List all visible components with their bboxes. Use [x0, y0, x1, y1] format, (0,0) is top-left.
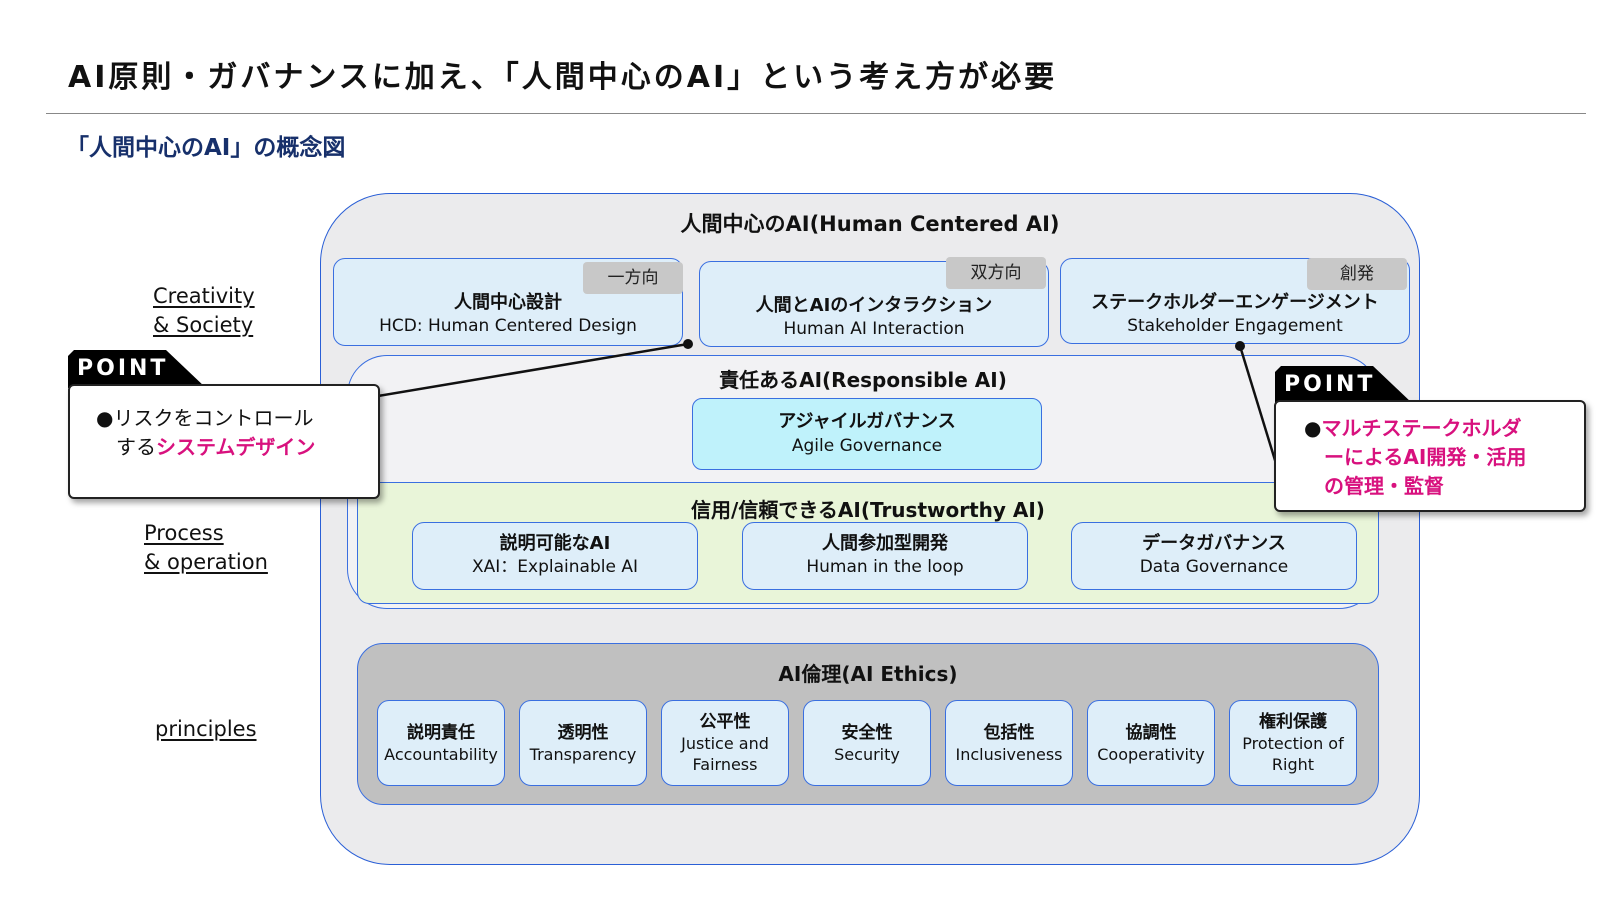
left-point-box: ●リスクをコントロール するシステムデザイン — [68, 384, 380, 499]
ethics-fairness: 公平性 Justice and Fairness — [661, 700, 789, 786]
right-point-connector — [1238, 345, 1280, 471]
ai-ethics-title: AI倫理(AI Ethics) — [778, 662, 958, 686]
ethics-security: 安全性 Security — [803, 700, 931, 786]
ethics-cooperativity: 協調性 Cooperativity — [1087, 700, 1215, 786]
left-point-line1: ●リスクをコントロール — [96, 406, 314, 430]
right-point-label: POINT — [1284, 372, 1376, 397]
side-label-process: Process & operation — [144, 521, 268, 574]
human-centered-ai-title: 人間中心のAI(Human Centered AI) — [680, 212, 1060, 236]
left-connector-dot — [683, 339, 693, 349]
human-in-the-loop-box: 人間参加型開発 Human in the loop — [742, 522, 1028, 590]
tag-emergence: 創発 — [1307, 258, 1407, 290]
right-point-line3: の管理・監督 — [1324, 474, 1444, 498]
left-point-label: POINT — [77, 356, 169, 381]
human-ai-interaction-en: Human AI Interaction — [783, 319, 965, 339]
right-connector-dot — [1235, 341, 1245, 351]
responsible-ai-title: 責任あるAI(Responsible AI) — [719, 368, 1007, 392]
title-divider — [46, 113, 1586, 114]
right-point-tab-bg — [1275, 366, 1413, 404]
stakeholder-engagement-jp: ステークホルダーエンゲージメント — [1091, 292, 1379, 313]
right-point-box: ●マルチステークホルダ ーによるAI開発・活用 の管理・監督 — [1274, 400, 1586, 512]
right-point-line2: ーによるAI開発・活用 — [1324, 445, 1527, 469]
trustworthy-ai-title: 信用/信頼できるAI(Trustworthy AI) — [691, 498, 1045, 522]
hcd-jp: 人間中心設計 — [454, 292, 562, 313]
left-point-line2: するシステムデザイン — [116, 435, 316, 459]
right-point-line1: ●マルチステークホルダ — [1304, 416, 1522, 440]
data-governance-box: データガバナンス Data Governance — [1071, 522, 1357, 590]
page-title: AI原則・ガバナンスに加え、「人間中心のAI」という考え方が必要 — [68, 60, 1058, 95]
agile-governance-en: Agile Governance — [791, 436, 943, 456]
human-in-the-loop-en: Human in the loop — [806, 557, 964, 577]
xai-box: 説明可能なAI XAI：Explainable AI — [412, 522, 698, 590]
xai-en: XAI：Explainable AI — [472, 557, 638, 577]
stakeholder-engagement-en: Stakeholder Engagement — [1127, 316, 1343, 336]
hcd-en: HCD: Human Centered Design — [379, 316, 637, 336]
tag-one-way: 一方向 — [583, 262, 683, 294]
side-label-principles: principles — [155, 717, 257, 741]
data-governance-jp: データガバナンス — [1142, 533, 1286, 554]
ethics-transparency: 透明性 Transparency — [519, 700, 647, 786]
agile-governance-jp: アジャイルガバナンス — [778, 411, 956, 432]
left-point-tab-bg — [68, 350, 206, 388]
data-governance-en: Data Governance — [1139, 557, 1289, 577]
side-label-creativity: Creativity & Society — [153, 284, 255, 337]
tag-two-way: 双方向 — [946, 257, 1046, 289]
human-in-the-loop-jp: 人間参加型開発 — [822, 533, 948, 554]
human-ai-interaction-jp: 人間とAIのインタラクション — [755, 295, 993, 316]
ethics-accountability: 説明責任 Accountability — [377, 700, 505, 786]
diagram-subtitle: 「人間中心のAI」の概念図 — [66, 135, 346, 161]
ethics-protection-of-right: 権利保護 Protection of Right — [1229, 700, 1357, 786]
xai-jp: 説明可能なAI — [499, 533, 611, 554]
left-point-connector — [377, 342, 689, 398]
ethics-inclusiveness: 包括性 Inclusiveness — [945, 700, 1073, 786]
agile-governance-box: アジャイルガバナンス Agile Governance — [692, 398, 1042, 470]
